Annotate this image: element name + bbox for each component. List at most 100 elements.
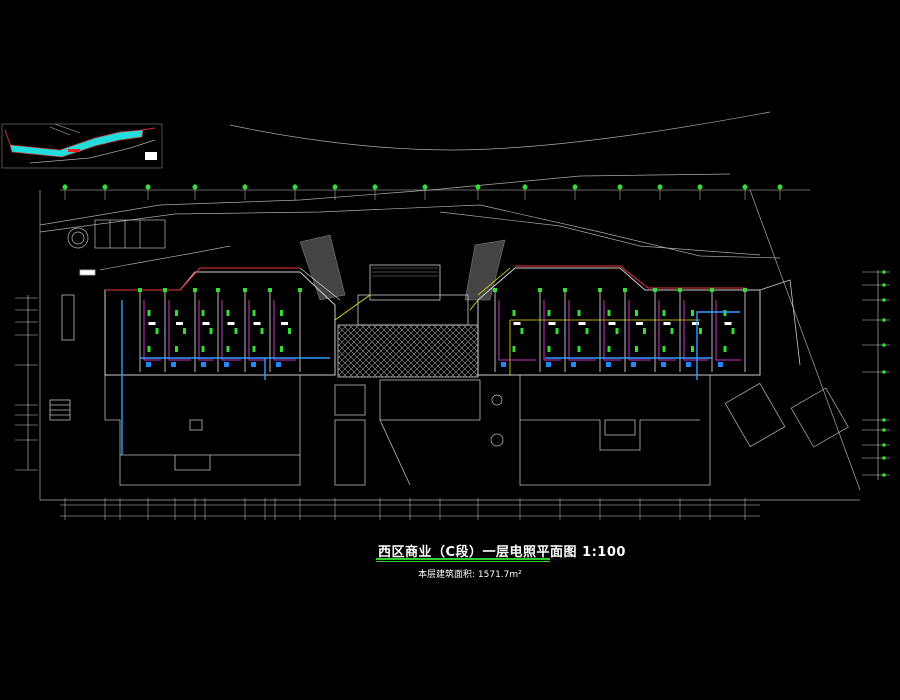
light-fixture	[547, 310, 551, 316]
light-fixture	[183, 328, 186, 334]
light-fixture	[260, 328, 264, 334]
column-fixture	[563, 288, 567, 292]
axis-bubble	[145, 184, 151, 190]
light-fixture	[252, 310, 256, 316]
slope-hatch	[299, 234, 506, 301]
column-fixture	[710, 288, 714, 292]
lighting-circuit	[543, 300, 561, 361]
socket-box	[251, 362, 256, 367]
socket-box	[201, 362, 206, 367]
axis-top	[60, 184, 810, 200]
axis-bubble	[777, 184, 783, 190]
socket-box	[501, 362, 506, 367]
light-fixture	[226, 346, 230, 352]
axis-bubble	[882, 318, 886, 322]
lighting-circuit	[273, 300, 296, 361]
lighting-circuit	[683, 300, 708, 361]
light-fixture	[147, 346, 151, 352]
axis-bubble	[697, 184, 703, 190]
axis-bubble	[882, 418, 886, 422]
central-plaza	[337, 264, 479, 378]
axis-bubble	[882, 283, 886, 287]
title-underline	[376, 558, 550, 560]
light-fixture	[585, 328, 589, 334]
light-fixture	[691, 346, 694, 352]
site-features	[67, 219, 849, 448]
lighting-circuit	[568, 300, 596, 361]
room-label	[578, 322, 586, 325]
light-fixture	[577, 310, 581, 316]
axis-bubble	[882, 270, 886, 274]
room-label	[176, 322, 183, 325]
lighting-circuit	[658, 300, 676, 361]
light-fixture	[201, 346, 205, 352]
lower-building	[104, 375, 711, 486]
light-fixture	[691, 310, 694, 316]
light-fixture	[280, 310, 283, 316]
room-label	[548, 322, 556, 325]
socket-box	[631, 362, 636, 367]
axis-bubble	[372, 184, 378, 190]
column-fixture	[268, 288, 272, 292]
lighting-circuit	[603, 300, 621, 361]
light-fixture	[662, 346, 666, 352]
left-wing	[104, 267, 371, 455]
column-fixture	[538, 288, 542, 292]
light-fixture	[512, 310, 516, 316]
room-label	[227, 322, 235, 325]
light-fixture	[555, 328, 559, 334]
light-fixture	[252, 346, 256, 352]
light-fixture	[280, 346, 283, 352]
axis-bubble	[422, 184, 428, 190]
axis-bubble	[742, 184, 748, 190]
light-fixture	[662, 310, 666, 316]
socket-box	[146, 362, 151, 367]
light-fixture	[643, 328, 646, 334]
light-fixture	[512, 346, 516, 352]
light-fixture	[607, 310, 611, 316]
room-label	[513, 322, 521, 325]
column-fixture	[678, 288, 682, 292]
room-label	[724, 322, 732, 325]
socket-box	[224, 362, 229, 367]
key-plan	[1, 123, 163, 169]
axis-bubble	[882, 428, 886, 432]
axis-bubble	[882, 298, 886, 302]
light-fixture	[147, 310, 151, 316]
room-label	[636, 322, 643, 325]
column-fixture	[653, 288, 657, 292]
socket-box	[661, 362, 666, 367]
room-label	[663, 322, 671, 325]
column-fixture	[623, 288, 627, 292]
axis-bubble	[475, 184, 481, 190]
socket-box	[606, 362, 611, 367]
room-label	[281, 322, 288, 325]
axis-bubble	[192, 184, 198, 190]
light-fixture	[635, 310, 638, 316]
axis-bubble	[242, 184, 248, 190]
axis-bubble	[572, 184, 578, 190]
socket-box	[686, 362, 691, 367]
light-fixture	[607, 346, 611, 352]
column-fixture	[216, 288, 220, 292]
column-fixture	[598, 288, 602, 292]
socket-box	[171, 362, 176, 367]
light-fixture	[201, 310, 205, 316]
socket-box	[571, 362, 576, 367]
lighting-circuit	[198, 300, 214, 361]
column-fixture	[243, 288, 247, 292]
socket-box	[718, 362, 723, 367]
axis-bubble	[882, 343, 886, 347]
lighting-circuit	[143, 300, 161, 361]
light-fixture	[723, 310, 727, 316]
light-fixture	[234, 328, 238, 334]
column-fixture	[138, 288, 142, 292]
axis-bubble	[62, 184, 68, 190]
light-fixture	[670, 328, 674, 334]
light-fixture	[635, 346, 638, 352]
light-fixture	[226, 310, 230, 316]
light-fixture	[547, 346, 551, 352]
column-fixture	[743, 288, 747, 292]
lighting-circuit	[168, 300, 191, 361]
column-fixture	[193, 288, 197, 292]
